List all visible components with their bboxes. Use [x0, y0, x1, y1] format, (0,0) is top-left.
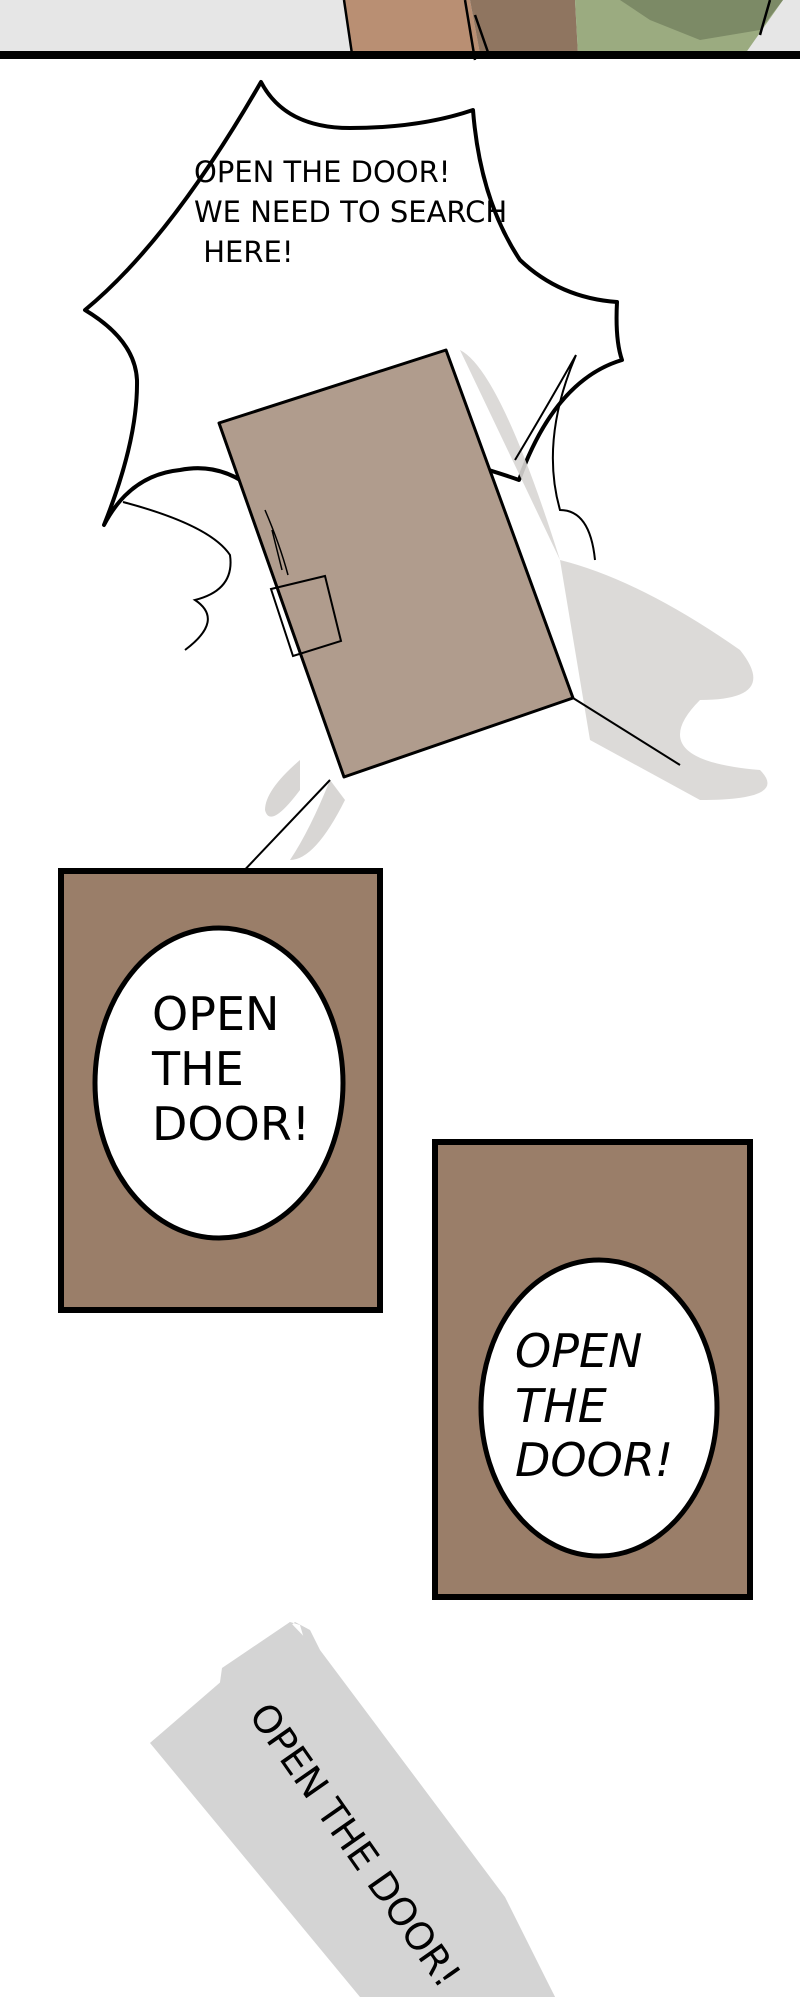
- door-motion-shadow: [460, 350, 768, 800]
- panel-left: OPEN THE DOOR!: [58, 868, 383, 1313]
- door-motion-smudge: [265, 760, 345, 860]
- door-swing-line: [236, 779, 331, 879]
- caution-tape: OPEN THE DOOR!: [150, 1622, 555, 1997]
- top-panel: [0, 0, 800, 61]
- panel-left-text: OPEN THE DOOR!: [151, 987, 310, 1151]
- motion-lines-left: [122, 501, 232, 651]
- panel-right-text: OPEN THE DOOR!: [515, 1324, 673, 1487]
- door-handle: [269, 574, 343, 658]
- burst-bubble-text: OPEN THE DOOR! WE NEED TO SEARCH HERE!: [194, 155, 516, 269]
- panel-right: OPEN THE DOOR!: [432, 1139, 753, 1600]
- motion-lines-right: [514, 354, 596, 561]
- arm-lines: [342, 0, 772, 61]
- character-arm-shadow: [470, 0, 578, 54]
- speech-bubble: [92, 925, 346, 1241]
- door-swing-line: [572, 697, 681, 766]
- speech-bubble: [478, 1257, 720, 1559]
- flying-door: [122, 348, 768, 879]
- panel-border: [0, 51, 800, 59]
- clothing-shade: [620, 0, 783, 40]
- door-detail-lines: [264, 509, 289, 576]
- character-arm: [344, 0, 480, 54]
